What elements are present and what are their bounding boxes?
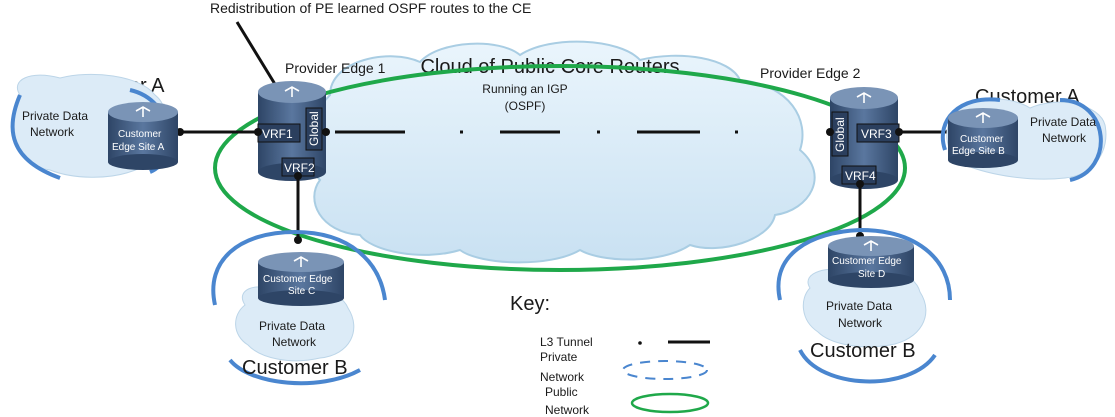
core-subtitle-2: (OSPF): [505, 99, 546, 113]
site-b-router: [948, 108, 1018, 168]
key-public-1: Public: [545, 385, 578, 399]
site-c-ring-bottom: [228, 358, 361, 386]
site-a-router-1: Customer: [118, 129, 162, 140]
public-network-ring: [213, 64, 907, 272]
key-public-2: Network: [545, 403, 590, 417]
site-c-router-2: Site C: [288, 286, 315, 297]
site-a-router-2: Edge Site A: [112, 142, 165, 153]
site-d-customer: Customer B: [810, 340, 916, 362]
site-b-router-1: Customer: [960, 134, 1004, 145]
site-a-network-1: Private Data: [22, 109, 88, 123]
pe2-vrf3: VRF3: [861, 127, 892, 141]
pe2-vrf4: VRF4: [845, 169, 876, 183]
site-a-ring-left: [10, 94, 61, 180]
site-d-router-2: Site D: [858, 269, 885, 280]
key-private-1: Private: [540, 350, 578, 364]
site-b-network-2: Network: [1042, 131, 1087, 145]
site-a-router: [108, 102, 178, 170]
site-d-network-2: Network: [838, 316, 883, 330]
site-b-router-2: Edge Site B: [952, 146, 1005, 157]
pe1-vrf2: VRF2: [284, 161, 315, 175]
pe1-label: Provider Edge 1: [285, 60, 386, 76]
key-title: Key:: [510, 293, 550, 315]
site-c-router-1: Customer Edge: [263, 274, 333, 285]
pe2-global: Global: [833, 117, 847, 152]
site-b-ring-right: [1059, 98, 1103, 182]
site-d-network-1: Private Data: [826, 299, 892, 313]
site-c-ring-top: [211, 229, 387, 306]
core-cloud: [306, 40, 816, 264]
site-b-ring-left: [940, 97, 1001, 151]
pe2-label: Provider Edge 2: [760, 65, 861, 81]
pe1-global: Global: [307, 111, 321, 146]
site-c-customer: Customer B: [242, 357, 348, 379]
site-c-network-2: Network: [272, 335, 317, 349]
key-private-2: Network: [540, 370, 585, 384]
site-c-router: [258, 252, 344, 306]
key-tunnel-dot: [638, 341, 642, 345]
key-tunnel-label: L3 Tunnel: [540, 335, 593, 349]
site-a-network-2: Network: [30, 125, 75, 139]
site-d-ring-top: [776, 227, 952, 301]
key-public-ring: [630, 392, 710, 414]
top-annotation: Redistribution of PE learned OSPF routes…: [210, 0, 531, 16]
site-b-network-1: Private Data: [1030, 115, 1096, 129]
pe1-vrf1: VRF1: [262, 127, 293, 141]
site-d-ring-bottom: [798, 349, 937, 384]
key-private-ring: [622, 360, 708, 380]
site-c-network-1: Private Data: [259, 319, 325, 333]
site-d-router-1: Customer Edge: [832, 256, 902, 267]
pe1-global-box: [305, 107, 323, 151]
site-d-router: [828, 236, 914, 288]
core-subtitle-1: Running an IGP: [482, 82, 567, 96]
